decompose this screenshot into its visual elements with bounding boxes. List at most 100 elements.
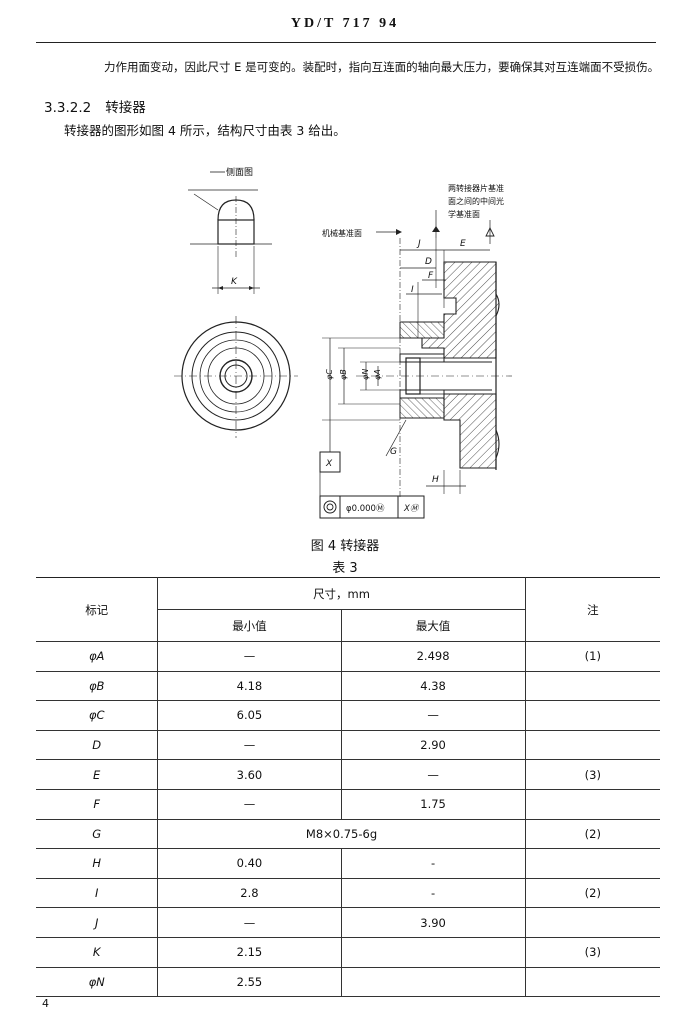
table-row: D — 2.90 (36, 730, 660, 761)
cell-note (525, 907, 660, 938)
table-row: G M8×0.75-6g (2) (36, 819, 660, 850)
cell-label: K (36, 937, 159, 968)
tolerance-frame (319, 495, 425, 519)
table-row: J — 3.90 (36, 907, 660, 938)
section-view (319, 210, 512, 519)
label-ref-plane-3: 学基准面 (448, 209, 480, 219)
cell-max: - (341, 848, 526, 879)
cell-note (525, 730, 660, 761)
label-dim-c: φC (325, 369, 334, 380)
cell-label: D (36, 730, 159, 761)
cell-note (525, 967, 660, 998)
cell-max: — (341, 759, 526, 790)
cell-max: 2.498 (341, 641, 526, 672)
cell-label: I (36, 878, 159, 909)
label-ref-plane-2: 面之间的中间光 (448, 196, 504, 206)
cell-min: 2.55 (157, 967, 342, 998)
cell-label: E (36, 759, 159, 790)
cell-min: — (157, 789, 342, 820)
table-row: φN 2.55 (36, 967, 660, 998)
table-row: I 2.8 - (2) (36, 878, 660, 909)
cell-note: (2) (525, 819, 660, 850)
label-dim-a: φA (373, 369, 382, 380)
table-row: φB 4.18 4.38 (36, 671, 660, 702)
cell-note: (3) (525, 937, 660, 968)
section-heading: 3.3.2.2 转接器 (44, 96, 146, 116)
label-dim-k: K (231, 277, 238, 287)
section-title: 转接器 (105, 100, 146, 116)
cell-max: — (341, 700, 526, 731)
table-row: F — 1.75 (36, 789, 660, 820)
front-view-circles (174, 316, 298, 438)
cell-min: — (157, 907, 342, 938)
label-tol-value: φ0.000Ⓜ (346, 504, 385, 514)
cell-note: (1) (525, 641, 660, 672)
cell-label: φA (36, 641, 159, 672)
header-min: 最小值 (157, 609, 342, 642)
cell-label: F (36, 789, 159, 820)
header-label: 标记 (36, 577, 159, 642)
cell-min: 3.60 (157, 759, 342, 790)
cell-min: 4.18 (157, 671, 342, 702)
adapter-drawing: 侧面图 K 机械基准面 两转接器片基准 面之间的中间光 学基准面 J E D F… (174, 166, 512, 519)
table-row: φA — 2.498 (1) (36, 641, 660, 672)
cell-min: — (157, 641, 342, 672)
paragraph-continuation: 力作用面变动，因此尺寸 E 是可变的。装配时，指向互连面的轴向最大压力，要确保其… (104, 60, 660, 74)
label-dim-g: G (390, 447, 397, 457)
paragraph-intro: 转接器的图形如图 4 所示，结构尺寸由表 3 给出。 (64, 123, 346, 138)
dimension-table: 标记 尺寸，mm 注 最小值 最大值 φA — 2.498 (1) φB 4.1… (36, 577, 660, 998)
cell-min: 0.40 (157, 848, 342, 879)
cell-label: H (36, 848, 159, 879)
cell-note: (2) (525, 878, 660, 909)
cell-label: φB (36, 671, 159, 702)
cell-note (525, 700, 660, 731)
cell-label: φC (36, 700, 159, 731)
cell-label: φN (36, 967, 159, 998)
cell-span: M8×0.75-6g (157, 819, 526, 850)
label-dim-h: H (432, 475, 439, 485)
header-size: 尺寸，mm (157, 577, 526, 610)
section-number: 3.3.2.2 (44, 100, 92, 116)
cell-note (525, 789, 660, 820)
cell-note (525, 848, 660, 879)
label-dim-n: φN (361, 369, 370, 380)
cell-max: 3.90 (341, 907, 526, 938)
header-rule (36, 42, 656, 43)
table-caption: 表 3 (332, 561, 358, 576)
label-dim-d: D (425, 257, 432, 267)
cell-note (525, 671, 660, 702)
datum-x-box (319, 451, 341, 473)
cell-note: (3) (525, 759, 660, 790)
table-row: H 0.40 - (36, 848, 660, 879)
cell-min: 2.15 (157, 937, 342, 968)
table-row: E 3.60 — (3) (36, 759, 660, 790)
cell-max (341, 937, 526, 968)
page-header: YD/T 717 94 (290, 16, 400, 31)
label-dim-f: F (428, 271, 434, 281)
label-ref-plane-1: 两转接器片基准 (448, 183, 504, 193)
page-number: 4 (42, 997, 49, 1010)
label-tol-ref: XⓂ (403, 503, 420, 514)
cell-max: 2.90 (341, 730, 526, 761)
label-datum-face: 机械基准面 (322, 228, 362, 238)
label-section-view: 侧面图 (226, 166, 253, 178)
label-dim-b: φB (339, 369, 348, 380)
label-dim-i: I (411, 285, 414, 295)
header-max: 最大值 (341, 609, 526, 642)
label-dim-j: J (416, 239, 421, 249)
cell-max: - (341, 878, 526, 909)
label-datum-x: X (325, 459, 333, 469)
cell-label: J (36, 907, 159, 938)
cell-label: G (36, 819, 159, 850)
figure-caption: 图 4 转接器 (310, 539, 380, 554)
cell-max: 1.75 (341, 789, 526, 820)
cell-min: 6.05 (157, 700, 342, 731)
cell-max: 4.38 (341, 671, 526, 702)
cell-max (341, 967, 526, 998)
label-dim-e: E (460, 239, 466, 249)
header-note: 注 (525, 577, 660, 642)
cell-min: — (157, 730, 342, 761)
cell-min: 2.8 (157, 878, 342, 909)
table-row: K 2.15 (3) (36, 937, 660, 968)
table-row: φC 6.05 — (36, 700, 660, 731)
